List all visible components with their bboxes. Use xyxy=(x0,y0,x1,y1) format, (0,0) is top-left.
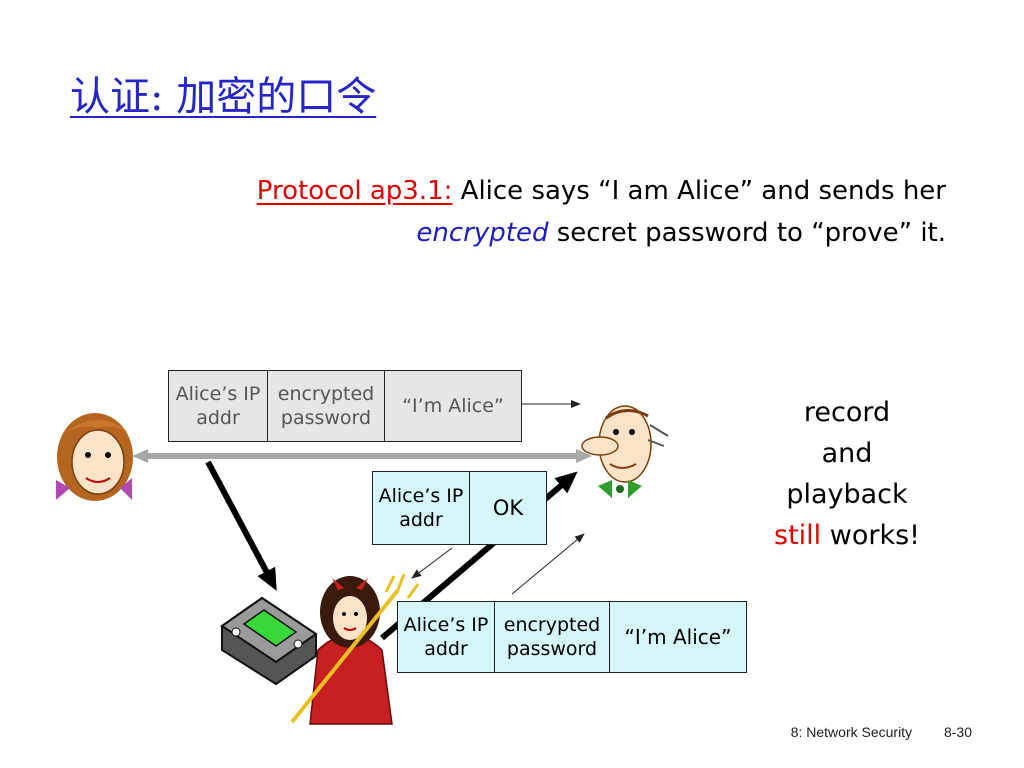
alice-icon xyxy=(56,413,133,501)
note-still-word: still xyxy=(774,520,822,551)
packet-reply: Alice’s IP addr OK xyxy=(372,471,547,545)
protocol-line-1: Protocol ap3.1: Alice says “I am Alice” … xyxy=(257,170,946,212)
footer-page-number: 8-30 xyxy=(943,724,972,740)
note-line-4: still works! xyxy=(752,515,942,556)
packet-original-addr: Alice’s IP addr xyxy=(175,383,261,429)
packet-replay: Alice’s IP addr encrypted password “I’m … xyxy=(397,601,747,673)
protocol-tag: Protocol ap3.1: xyxy=(256,176,453,206)
footer-chapter: 8: Network Security xyxy=(790,724,913,740)
replay-note: record and playback still works! xyxy=(752,392,942,556)
packet-original: Alice’s IP addr encrypted password “I’m … xyxy=(168,370,522,442)
packet-replay-addr: Alice’s IP addr xyxy=(403,614,489,660)
note-line-2: and xyxy=(821,438,873,469)
trudy-icon xyxy=(290,573,420,725)
packet-reply-message: OK xyxy=(469,472,546,544)
protocol-line-2-text: secret password to “prove” it. xyxy=(556,218,946,248)
arrow-replay-to-bob xyxy=(511,533,585,595)
protocol-line-2: encrypted secret password to “prove” it. xyxy=(257,212,946,254)
packet-original-password: encrypted password xyxy=(267,371,384,441)
note-line-3: playback xyxy=(786,479,908,510)
slide-title: 认证: 加密的口令 xyxy=(70,74,377,120)
note-line-1: record xyxy=(803,397,891,428)
slide-footer: 8: Network Security 8-30 xyxy=(791,724,972,740)
note-works-word: works! xyxy=(829,520,920,551)
protocol-line-1-text: Alice says “I am Alice” and sends her xyxy=(460,176,946,206)
protocol-description: Protocol ap3.1: Alice says “I am Alice” … xyxy=(257,170,946,254)
bob-icon xyxy=(581,405,669,498)
packet-replay-password: encrypted password xyxy=(494,602,609,672)
record-arrow xyxy=(205,460,277,591)
protocol-encrypted-word: encrypted xyxy=(416,218,549,248)
packet-original-message: “I’m Alice” xyxy=(384,371,521,441)
recorder-device-icon xyxy=(220,596,318,686)
packet-replay-message: “I’m Alice” xyxy=(609,602,746,672)
arrow-ok-to-trudy xyxy=(411,547,453,579)
packet-reply-addr: Alice’s IP addr xyxy=(378,485,464,531)
